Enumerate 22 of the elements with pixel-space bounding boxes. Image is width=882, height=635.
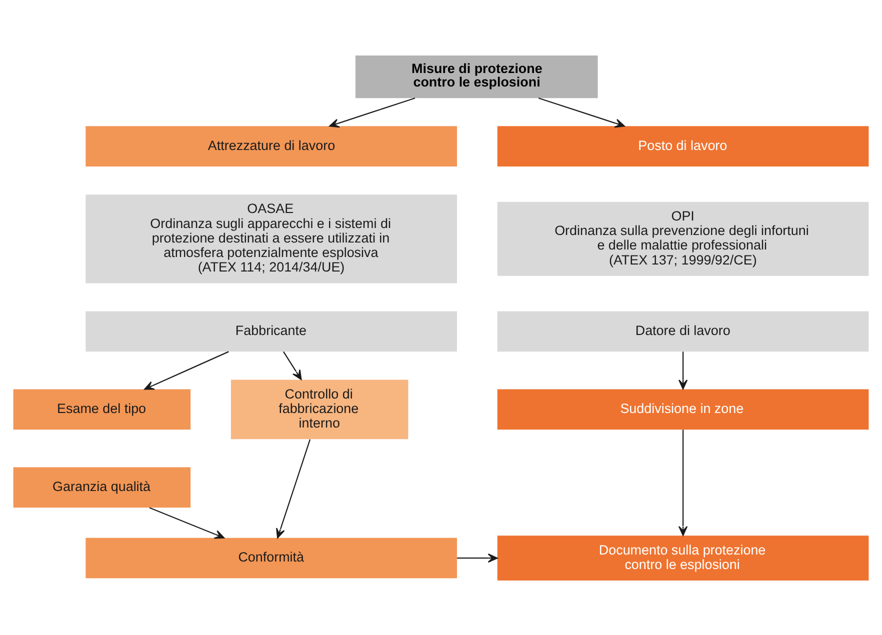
node-box: Controllo di fabbricazione interno	[230, 379, 408, 439]
node-box: Garanzia qualità	[13, 466, 191, 508]
node-box: Fabbricante	[86, 310, 457, 352]
arrow	[678, 429, 688, 536]
arrow	[678, 351, 688, 389]
arrow	[283, 350, 302, 380]
arrow	[144, 350, 229, 390]
node-box: Datore di lavoro	[497, 310, 869, 352]
arrow	[276, 438, 311, 538]
node-box: Posto di lavoro	[497, 126, 869, 166]
node-box: Misure di protezione contro le esplosioni	[355, 54, 598, 98]
node-box: OPI Ordinanza sulla prevenzione degli infortuni e delle malattie professionali (ATEX 137; 1999/92/CE)	[497, 201, 869, 276]
node-box: OASAE Ordinanza sugli apparecchi e i sistemi di protezione destinati a essere utilizzati in atmosfera potenzialmente esplosiva (ATEX 114; 2014/34/UE)	[86, 194, 457, 283]
node-box: Suddivisione in zone	[497, 388, 869, 430]
arrow	[329, 97, 416, 128]
arrow	[149, 506, 225, 538]
arrow	[538, 97, 625, 128]
node-box: Esame del tipo	[13, 388, 191, 430]
node-box: Conformità	[86, 537, 457, 578]
arrow	[457, 552, 498, 562]
node-box: Documento sulla protezione contro le esplosioni	[497, 535, 869, 580]
node-box: Attrezzature di lavoro	[86, 126, 457, 166]
